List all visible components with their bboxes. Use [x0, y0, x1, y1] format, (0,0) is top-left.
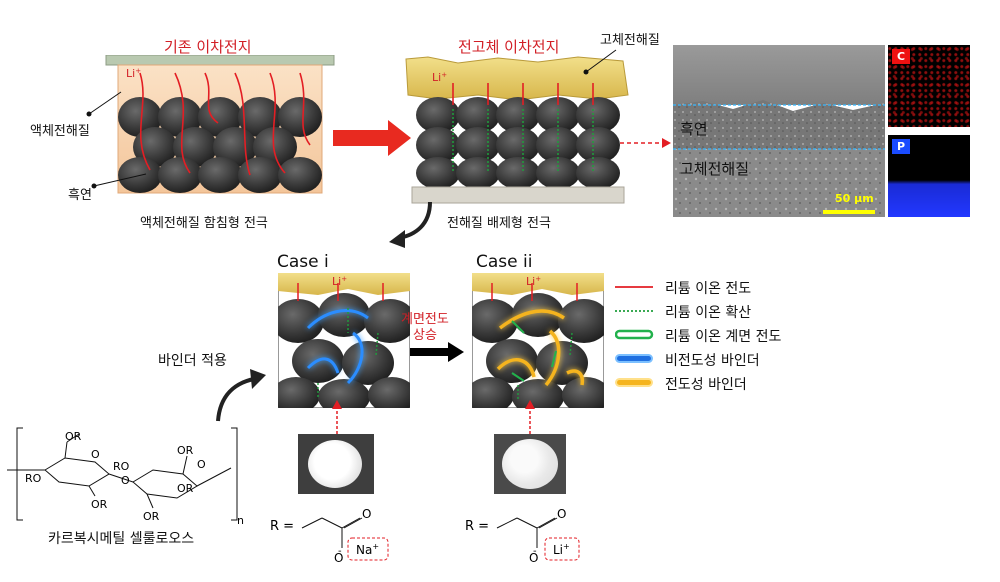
svg-text:O: O [362, 507, 371, 521]
conventional-battery-title: 기존 이차전지 [164, 38, 252, 56]
svg-text:Li+: Li+ [553, 542, 570, 557]
graphite-particles-conventional [118, 97, 322, 193]
legend-label-li-conduction: 리튬 이온 전도 [665, 281, 752, 297]
legend-label-li-diffusion: 리튬 이온 확산 [665, 305, 752, 321]
liquid-electrolyte-pointer [86, 91, 122, 117]
svg-text:OR: OR [65, 430, 82, 443]
li-conduction-arrows-solid [452, 83, 594, 105]
solid-battery-illustration: Li+ [405, 56, 629, 204]
svg-text:Li+: Li+ [332, 275, 347, 288]
case-i-illustration: Li+ [278, 273, 410, 408]
svg-text:Li+: Li+ [526, 275, 541, 288]
case-i-title: Case i [277, 252, 329, 272]
eds-map-phosphorus: P [888, 135, 970, 217]
svg-text:O: O [91, 448, 100, 461]
sem-graphite-label: 흑연 [680, 120, 708, 138]
cmc-structure: OR RO O OR RO O OR O OR OR n [7, 427, 244, 527]
case-ii-illustration: Li+ [472, 273, 604, 408]
graphite-label-conventional: 흑연 [68, 188, 92, 203]
svg-text:O: O [529, 551, 538, 565]
graphite-particles-solid [416, 97, 620, 189]
case-ii-photo [494, 434, 566, 494]
case-transition-arrow [410, 342, 464, 362]
conventional-caption: 액체전해질 함침형 전극 [140, 216, 268, 231]
nonconductive-binder-case-i [306, 309, 369, 385]
conventional-battery-illustration: Li+ [105, 55, 335, 194]
sem-scale-label: 50 μm [835, 192, 874, 205]
case-ii-title: Case ii [476, 252, 533, 272]
svg-text:OR: OR [177, 444, 194, 457]
sem-scale-bar [823, 210, 875, 214]
binder-apply-label: 바인더 적용 [158, 353, 227, 369]
svg-text:OR: OR [143, 510, 160, 523]
cmc-caption: 카르복시메틸 셀룰로오스 [48, 531, 195, 547]
legend-label-nonconductive-binder: 비전도성 바인더 [665, 353, 760, 369]
svg-text:RO: RO [113, 460, 130, 473]
solid-battery-title: 전고체 이차전지 [458, 38, 560, 56]
binder-apply-arrow [216, 369, 266, 422]
solid-electrolyte-pointer [583, 49, 617, 75]
eds-map-carbon: C [888, 45, 970, 127]
sem-pointer-arrow [620, 138, 671, 148]
case-ii-photo-pointer [525, 400, 535, 434]
r-group-na: R = O - O Na+ [270, 507, 389, 565]
svg-text:OR: OR [91, 498, 108, 511]
svg-text:Na+: Na+ [356, 542, 379, 557]
solid-caption: 전해질 배제형 전극 [447, 216, 551, 231]
svg-text:O: O [334, 551, 343, 565]
solid-electrolyte-label: 고체전해질 [600, 33, 660, 48]
graphite-pointer-conventional [91, 173, 147, 189]
eds-map-carbon-tag: C [892, 49, 911, 64]
legend-label-interface-conduction: 리튬 이온 계면 전도 [665, 329, 782, 345]
interface-conduction-label-1: 계면전도 [401, 312, 449, 327]
svg-text:OR: OR [177, 482, 194, 495]
li-conduction-arrows-conventional [139, 72, 311, 176]
svg-text:n: n [237, 514, 244, 527]
svg-text:O: O [557, 507, 566, 521]
svg-text:-: - [533, 546, 537, 557]
legend-label-conductive-binder: 전도성 바인더 [665, 377, 747, 393]
curved-arrow-to-case-i [389, 201, 432, 248]
li-ion-label-solid: Li+ [432, 71, 447, 84]
solid-electrolyte-layer [405, 56, 629, 101]
eds-map-phosphorus-tag: P [892, 139, 911, 154]
sem-electrolyte-label: 고체전해질 [680, 160, 750, 178]
interface-conduction-label-2: 상승 [413, 328, 437, 343]
red-transition-arrow [333, 120, 411, 156]
conductive-binder-case-ii [496, 309, 585, 387]
case-i-photo [298, 434, 374, 494]
svg-text:O: O [197, 458, 206, 471]
liquid-electrolyte-label: 액체전해질 [30, 124, 90, 139]
legend: 리튬 이온 전도 리튬 이온 확산 리튬 이온 계면 전도 비전도성 바인더 전… [615, 278, 815, 408]
svg-text:R =: R = [270, 519, 294, 534]
svg-text:O: O [121, 474, 130, 487]
svg-text:R =: R = [465, 519, 489, 534]
li-diffusion-arrows-solid [452, 109, 594, 173]
svg-text:-: - [338, 546, 342, 557]
svg-text:RO: RO [25, 472, 42, 485]
current-collector-bottom [411, 186, 625, 204]
case-i-photo-pointer [332, 400, 342, 434]
current-collector-top [105, 55, 335, 66]
sem-image [673, 45, 885, 217]
r-group-li: R = O - O Li+ [465, 507, 580, 565]
li-ion-label-conventional: Li+ [126, 67, 141, 80]
